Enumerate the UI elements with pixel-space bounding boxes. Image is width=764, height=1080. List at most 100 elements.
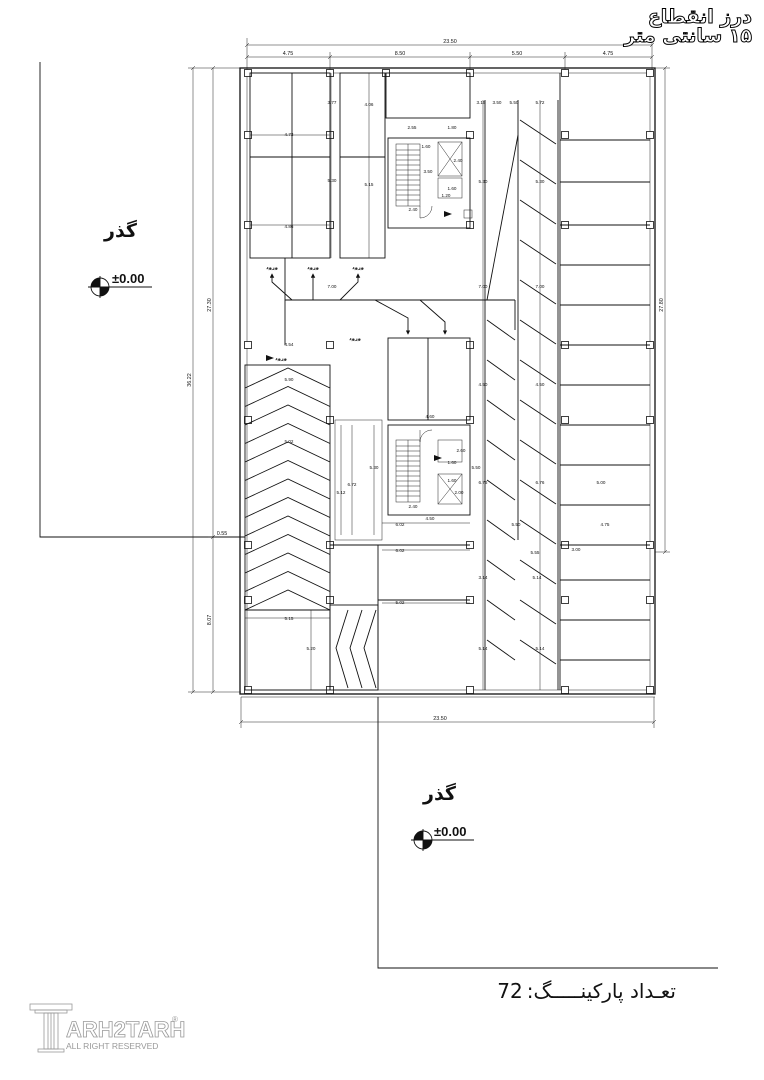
dimension-label: 4.06 xyxy=(365,102,374,107)
parking-block-a xyxy=(249,72,331,259)
angled-stall-line xyxy=(519,199,557,225)
dimension-label: 5.72 xyxy=(536,100,545,105)
dimension-label: 1.80 xyxy=(448,125,457,130)
dim-top-segment: 4.75 xyxy=(603,51,614,57)
angled-stall-line xyxy=(519,159,557,185)
dimension-label: 4.75 xyxy=(601,522,610,527)
lower-left-bay xyxy=(244,609,331,691)
dimension-label: 7.00 xyxy=(479,284,488,289)
parking-count-label: تعـداد پارکینـــــگ: xyxy=(526,979,676,1003)
column xyxy=(466,131,474,139)
dimension-label: 5.02 xyxy=(396,600,405,605)
dimension-label: 7.00 xyxy=(536,284,545,289)
dimension-label: 5.15 xyxy=(285,616,294,621)
column-marker xyxy=(463,209,473,219)
level-symbol-fill xyxy=(91,278,109,296)
direction-arrow-icon xyxy=(434,455,442,461)
dimension-label: 4.73 xyxy=(285,132,294,137)
door-swing-middle xyxy=(419,429,433,443)
ramp-chevron xyxy=(244,404,331,426)
dimension-label: 3.50 xyxy=(424,169,433,174)
logo-pillar-cap xyxy=(34,1009,68,1014)
dim-top-segment: 8.50 xyxy=(395,51,406,57)
column xyxy=(244,596,252,604)
parking-block-a-dim-lines xyxy=(250,73,332,258)
dimension-label: 1.60 xyxy=(422,144,431,149)
ramp-chevron xyxy=(244,589,331,611)
corridor-dim-lines xyxy=(340,425,375,535)
dimension-label: 4.50 xyxy=(426,516,435,521)
inner-wall xyxy=(246,72,651,691)
central-block xyxy=(330,337,471,690)
angled-stall-line xyxy=(519,279,557,305)
dim-top-segment: 4.75 xyxy=(283,51,294,57)
angled-stall-line xyxy=(486,559,516,581)
expansion-joint-note: درز انقطاع ۱۵ سانتی متر xyxy=(624,7,753,46)
dimension-label: 3.50 xyxy=(493,100,502,105)
arrow-label: ورود xyxy=(275,356,287,362)
angled-stall-line xyxy=(519,479,557,505)
dimension-label: 6.02 xyxy=(396,522,405,527)
arrow-down-1 xyxy=(374,299,411,335)
street-label-left: گذر xyxy=(104,220,137,242)
elevator-x-top xyxy=(437,141,463,177)
dimension-label: 5.14 xyxy=(479,646,488,651)
dimension-label: 4.86 xyxy=(285,224,294,229)
ramp-chevron xyxy=(244,460,331,481)
dim-left-offset: 0.55 xyxy=(217,531,228,537)
angled-stall-line xyxy=(519,639,557,665)
ramp-chevron xyxy=(244,571,331,592)
column xyxy=(646,416,654,424)
elevator-shaft-top xyxy=(437,141,463,177)
column xyxy=(646,69,654,77)
ramp-chevron xyxy=(244,386,331,407)
ramp-chevron xyxy=(244,478,331,500)
angled-stall-line xyxy=(486,359,516,381)
column xyxy=(561,596,569,604)
street-label-bottom: گذر xyxy=(423,783,456,805)
parking-block-b xyxy=(339,72,386,259)
dimension-label: 5.90 xyxy=(285,377,294,382)
dimension-label: 5.55 xyxy=(531,550,540,555)
arrow-up-3 xyxy=(339,273,361,301)
dimension-label: 5.50 xyxy=(510,100,519,105)
dimension-label: 2.40 xyxy=(409,504,418,509)
dimension-label: 5.30 xyxy=(536,179,545,184)
dimension-label: 6.76 xyxy=(536,480,545,485)
dimension-label: 5.12 xyxy=(337,490,346,495)
dim-top-total: 23.50 xyxy=(443,39,457,45)
dimension-label: 1.60 xyxy=(448,186,457,191)
logo-pillar-top xyxy=(29,1003,73,1011)
left-street-boundary xyxy=(39,62,245,538)
logo-registered-mark: ® xyxy=(172,1015,178,1024)
angled-stall-line xyxy=(486,319,516,341)
elevator-shaft-middle xyxy=(437,473,463,505)
ramp-chevron xyxy=(244,367,331,389)
dimension-label: 5.14 xyxy=(536,646,545,651)
angled-stall-line xyxy=(486,519,516,541)
bottom-dimension-ticks xyxy=(238,697,657,728)
dimension-label: 3.15 xyxy=(477,100,486,105)
dimension-label: 2.40 xyxy=(454,158,463,163)
column xyxy=(561,686,569,694)
dimension-label: 5.00 xyxy=(597,480,606,485)
aisle-dim-lines xyxy=(482,100,541,690)
ramp-chevron xyxy=(244,534,331,555)
angled-stall-line xyxy=(519,239,557,265)
dimension-label: 5.30 xyxy=(370,465,379,470)
elevator-x-middle xyxy=(437,473,463,505)
angled-stall-line xyxy=(519,519,557,545)
dim-bottom-total: 23.50 xyxy=(433,716,447,722)
right-parking-stalls xyxy=(559,73,650,690)
stair-core-top xyxy=(387,137,473,229)
parking-count-value: 72 xyxy=(497,979,523,1003)
column xyxy=(466,686,474,694)
dimension-label: 6.76 xyxy=(479,480,488,485)
dimension-label: 7.00 xyxy=(328,284,337,289)
arrow-label: ورود xyxy=(352,265,364,271)
column xyxy=(561,69,569,77)
ramp-chevron xyxy=(335,609,349,689)
ramp-chevron xyxy=(349,609,363,689)
shaft-box-top xyxy=(437,177,463,199)
